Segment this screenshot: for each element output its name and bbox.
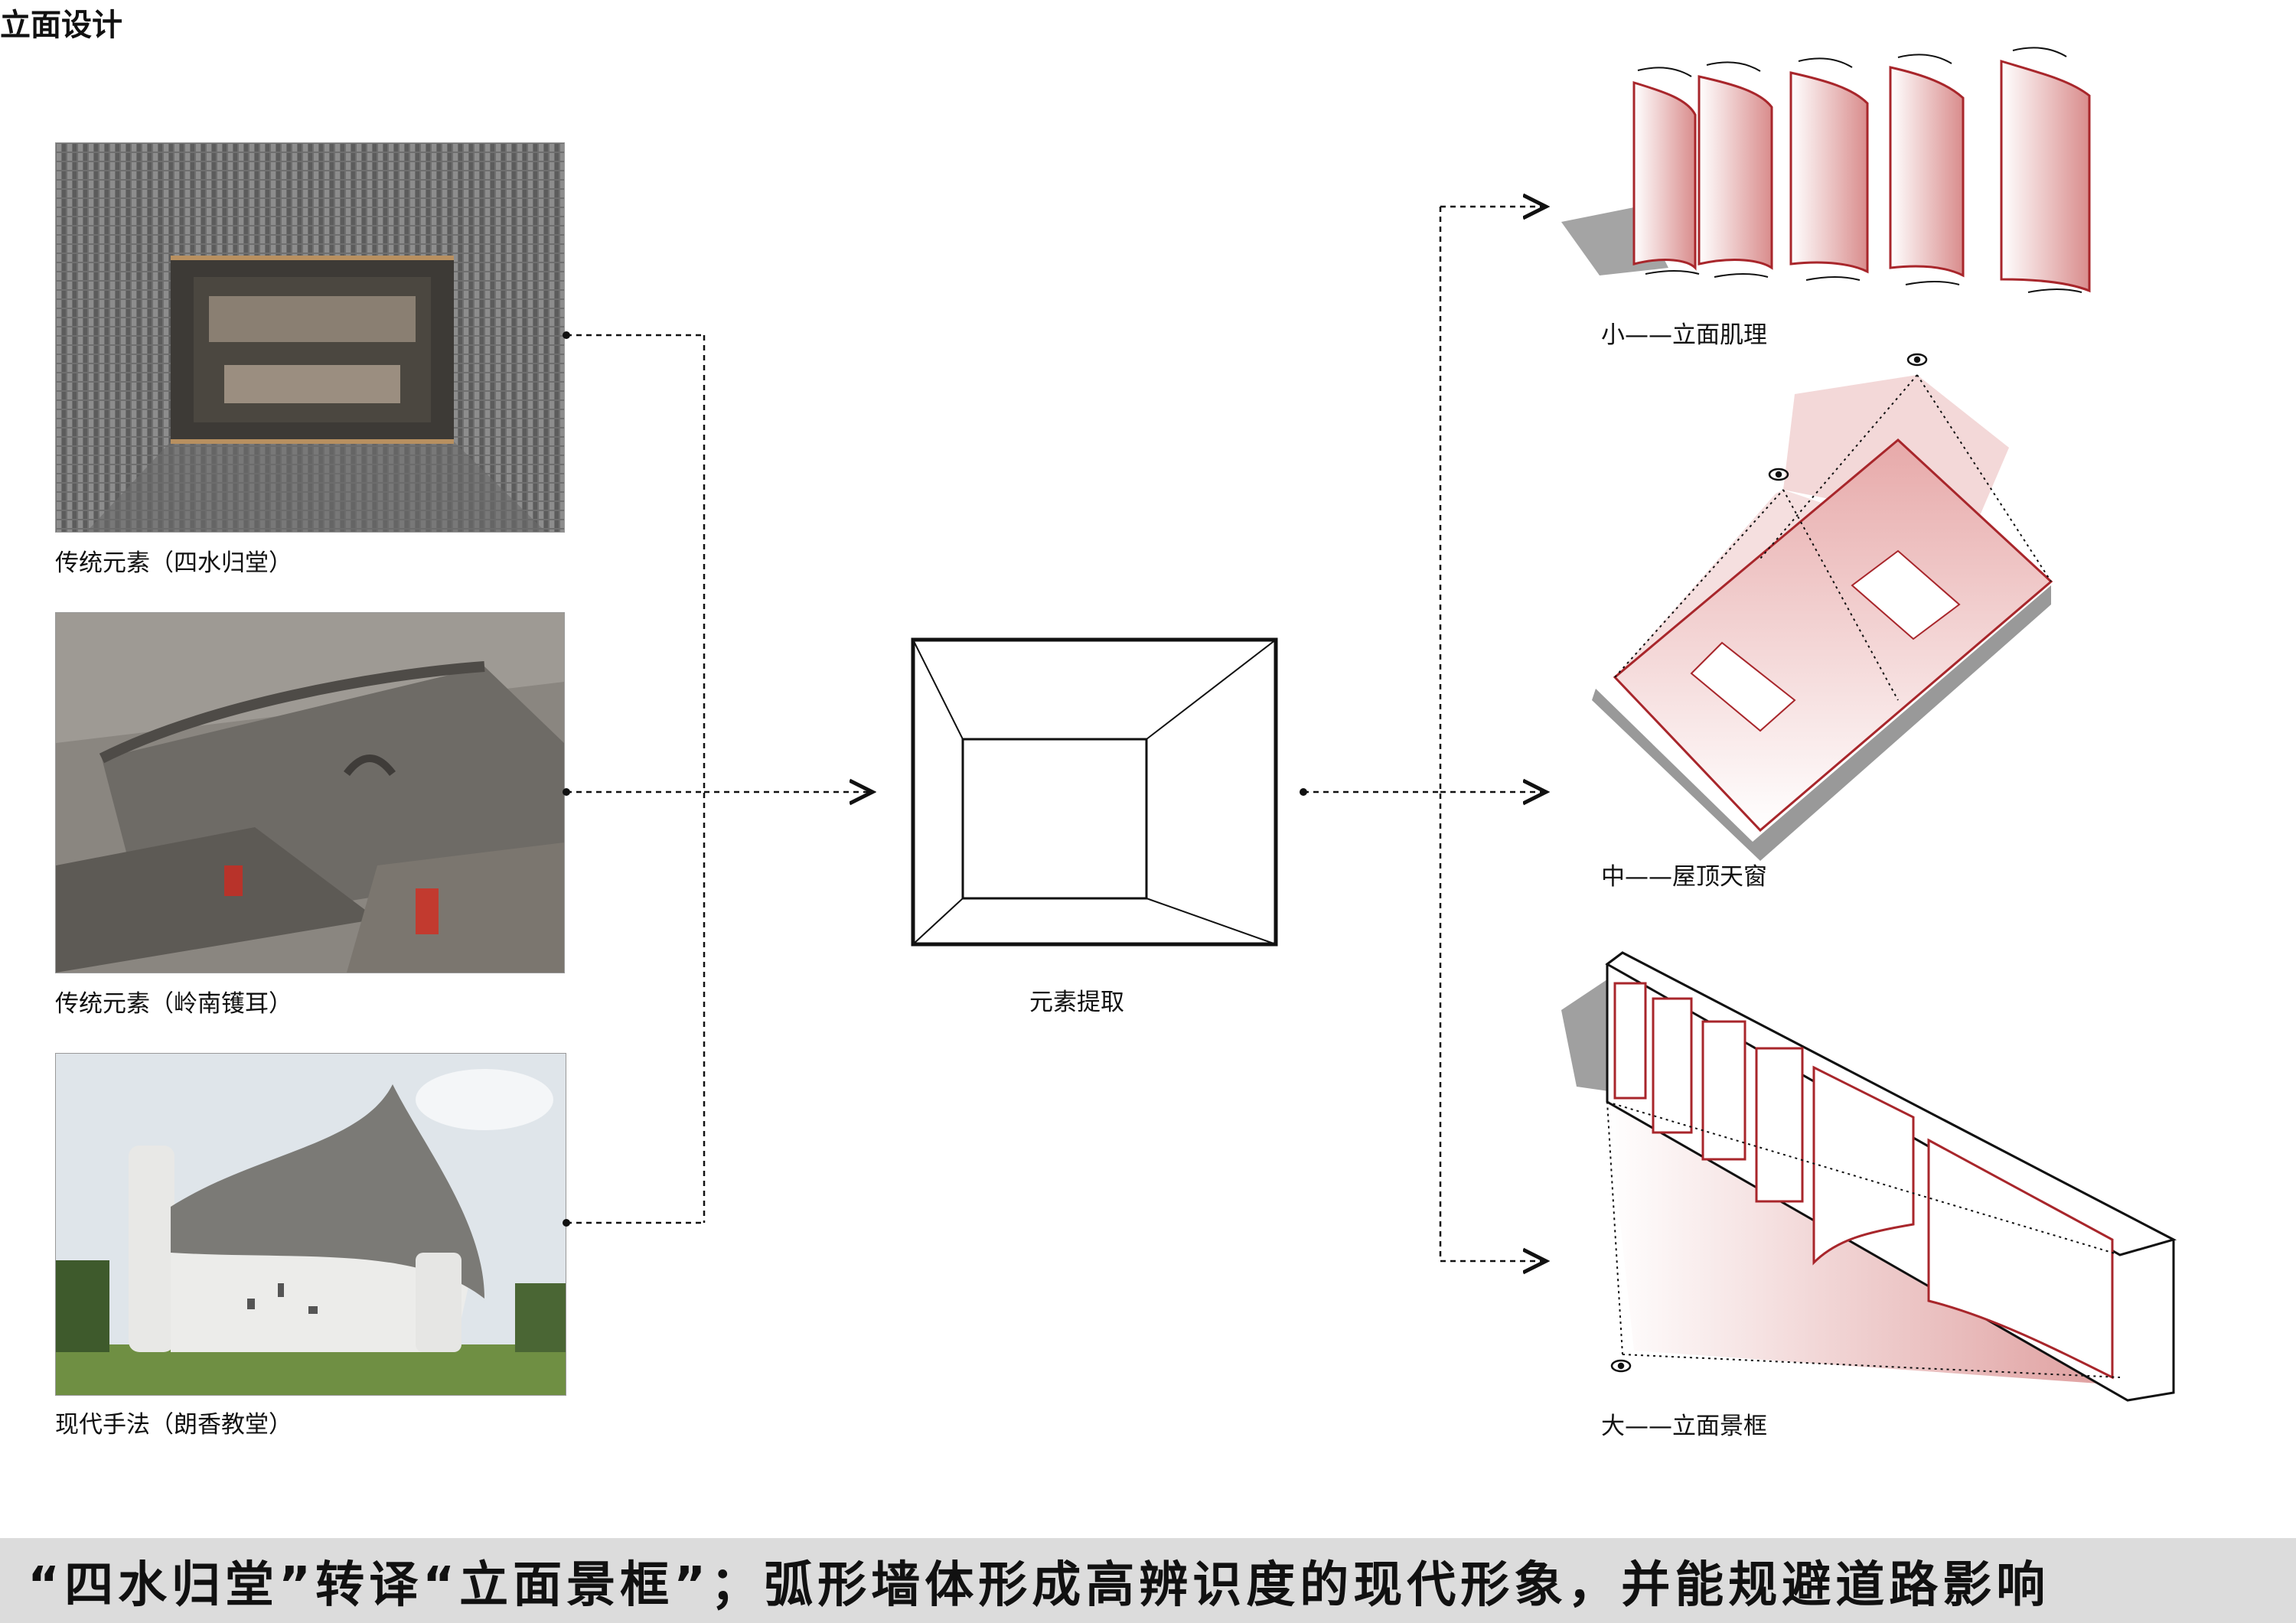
footer-band xyxy=(0,1538,2296,1623)
photo-courtyard xyxy=(55,142,565,533)
right-connectors xyxy=(1303,207,1546,1261)
roof-skylights xyxy=(1592,353,2053,861)
caption-extraction: 元素提取 xyxy=(1029,989,1124,1016)
left-connectors xyxy=(566,334,872,1224)
eye-icon xyxy=(1610,1359,1632,1373)
photo-lingnan-roof xyxy=(55,612,565,973)
photo-ronchamp xyxy=(55,1053,566,1396)
connector-dot xyxy=(1300,788,1307,796)
extracted-frame xyxy=(911,637,1278,947)
caption-facade-frame: 大——立面景框 xyxy=(1601,1413,1767,1440)
connector-dot xyxy=(563,1219,570,1227)
curved-wall-panels xyxy=(1561,47,2091,293)
caption-roof-skylight: 中——屋顶天窗 xyxy=(1601,863,1767,891)
facade-frame xyxy=(1561,951,2177,1402)
connector-dot xyxy=(563,331,570,339)
eye-icon xyxy=(1768,353,1928,481)
page-title: 立面设计 xyxy=(0,8,122,43)
connector-dot xyxy=(563,788,570,796)
footer-statement: “四水归堂”转译“立面景框”；弧形墙体形成高辨识度的现代形象，并能规避道路影响 xyxy=(28,1557,2050,1614)
caption-ronchamp: 现代手法（朗香教堂） xyxy=(55,1411,292,1439)
caption-lingnan: 传统元素（岭南镬耳） xyxy=(55,990,292,1018)
caption-courtyard: 传统元素（四水归堂） xyxy=(55,549,292,577)
caption-facade-texture: 小——立面肌理 xyxy=(1601,321,1767,349)
